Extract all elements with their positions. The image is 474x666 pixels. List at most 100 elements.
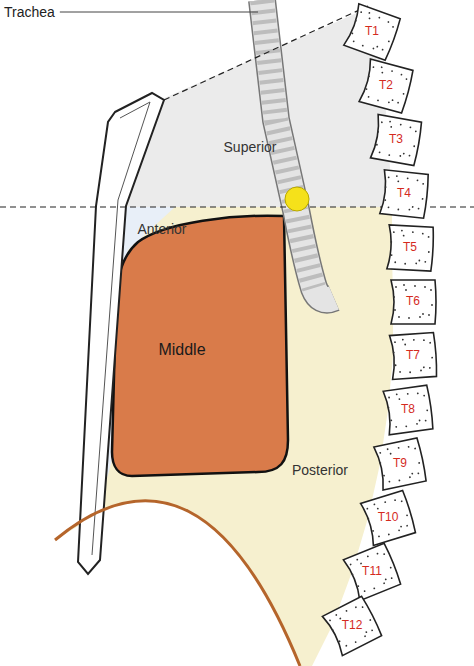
bone-texture-dot bbox=[339, 617, 341, 619]
vertebra-body bbox=[343, 543, 401, 601]
structure-label: Trachea bbox=[4, 4, 55, 20]
bone-texture-dot bbox=[383, 475, 385, 477]
bone-texture-dot bbox=[413, 145, 415, 147]
bone-texture-dot bbox=[372, 530, 374, 532]
bone-texture-dot bbox=[402, 93, 404, 95]
bone-texture-dot bbox=[381, 66, 383, 68]
bone-texture-dot bbox=[398, 447, 400, 449]
bone-texture-dot bbox=[424, 286, 426, 288]
bone-texture-dot bbox=[363, 590, 365, 592]
bone-texture-dot bbox=[388, 176, 390, 178]
bone-texture-dot bbox=[345, 645, 347, 647]
bone-texture-dot bbox=[372, 47, 374, 49]
vertebra bbox=[359, 59, 414, 113]
bone-texture-dot bbox=[356, 558, 358, 560]
bone-texture-dot bbox=[391, 577, 393, 579]
bone-texture-dot bbox=[379, 452, 381, 454]
bone-texture-dot bbox=[428, 314, 430, 316]
bone-texture-dot bbox=[394, 309, 396, 311]
vertebra-body bbox=[361, 490, 417, 545]
bone-texture-dot bbox=[400, 124, 402, 126]
bone-texture-dot bbox=[398, 398, 400, 400]
bone-texture-dot bbox=[368, 75, 370, 77]
bone-texture-dot bbox=[412, 231, 414, 233]
bone-texture-dot bbox=[394, 499, 396, 501]
bone-texture-dot bbox=[395, 364, 397, 366]
vertebra bbox=[374, 438, 427, 490]
vertebra-label: T7 bbox=[406, 349, 420, 363]
bone-texture-dot bbox=[385, 578, 387, 580]
bone-texture-dot bbox=[372, 66, 374, 68]
bone-texture-dot bbox=[422, 183, 424, 185]
bone-texture-dot bbox=[365, 88, 367, 90]
bone-texture-dot bbox=[402, 339, 404, 341]
bone-texture-dot bbox=[396, 393, 398, 395]
vertebra-label: T5 bbox=[403, 241, 417, 255]
vertebral-column bbox=[322, 4, 437, 656]
bone-texture-dot bbox=[376, 144, 378, 146]
bone-texture-dot bbox=[351, 573, 353, 575]
bone-texture-dot bbox=[423, 339, 425, 341]
bone-texture-dot bbox=[391, 99, 393, 101]
bone-texture-dot bbox=[414, 447, 416, 449]
bone-texture-dot bbox=[414, 285, 416, 287]
bone-texture-dot bbox=[408, 317, 410, 319]
bone-texture-dot bbox=[388, 533, 390, 535]
bone-texture-dot bbox=[387, 407, 389, 409]
vertebra-body bbox=[387, 225, 434, 271]
vertebra-body bbox=[390, 332, 438, 379]
bone-texture-dot bbox=[412, 206, 414, 208]
bone-texture-dot bbox=[353, 40, 355, 42]
bone-texture-dot bbox=[378, 16, 380, 18]
bone-texture-dot bbox=[413, 339, 415, 341]
bone-texture-dot bbox=[388, 481, 390, 483]
vertebra-label: T1 bbox=[365, 25, 379, 39]
bone-texture-dot bbox=[416, 423, 418, 425]
bone-texture-dot bbox=[373, 587, 375, 589]
vertebra bbox=[322, 596, 382, 656]
bone-texture-dot bbox=[388, 40, 390, 42]
bone-texture-dot bbox=[329, 619, 331, 621]
bone-texture-dot bbox=[369, 619, 371, 621]
vertebra-body bbox=[322, 596, 382, 656]
bone-texture-dot bbox=[419, 316, 421, 318]
bone-texture-dot bbox=[428, 236, 430, 238]
bone-texture-dot bbox=[390, 241, 392, 243]
vertebra-body bbox=[359, 59, 414, 113]
bone-texture-dot bbox=[417, 392, 419, 394]
vertebra-body bbox=[371, 115, 423, 166]
vertebra-body bbox=[383, 385, 434, 435]
bone-texture-dot bbox=[367, 518, 369, 520]
bone-texture-dot bbox=[391, 70, 393, 72]
region-label: Posterior bbox=[292, 462, 348, 478]
bone-texture-dot bbox=[408, 446, 410, 448]
bone-texture-dot bbox=[393, 351, 395, 353]
bone-texture-dot bbox=[408, 155, 410, 157]
vertebra bbox=[383, 385, 434, 435]
bone-texture-dot bbox=[388, 396, 390, 398]
bone-texture-dot bbox=[401, 230, 403, 232]
bone-texture-dot bbox=[409, 126, 411, 128]
bone-texture-dot bbox=[423, 395, 425, 397]
bone-texture-dot bbox=[387, 21, 389, 23]
bone-texture-dot bbox=[397, 209, 399, 211]
thoracic-inlet-line bbox=[164, 6, 368, 100]
bone-texture-dot bbox=[422, 313, 424, 315]
vertebra bbox=[344, 4, 401, 61]
bone-texture-dot bbox=[392, 26, 394, 28]
vertebra-label: T9 bbox=[393, 457, 407, 471]
vertebra bbox=[343, 543, 401, 601]
bone-texture-dot bbox=[417, 472, 419, 474]
bone-texture-dot bbox=[393, 296, 395, 298]
bone-texture-dot bbox=[398, 479, 400, 481]
bone-texture-dot bbox=[431, 357, 433, 359]
bone-texture-dot bbox=[400, 525, 402, 527]
diaphragm bbox=[55, 501, 300, 666]
bone-texture-dot bbox=[419, 419, 421, 421]
bone-texture-dot bbox=[400, 74, 402, 76]
vertebra-label: T11 bbox=[362, 565, 382, 579]
bone-texture-dot bbox=[424, 261, 426, 263]
bone-texture-dot bbox=[390, 453, 392, 455]
bone-texture-dot bbox=[422, 198, 424, 200]
bone-texture-dot bbox=[418, 462, 420, 464]
